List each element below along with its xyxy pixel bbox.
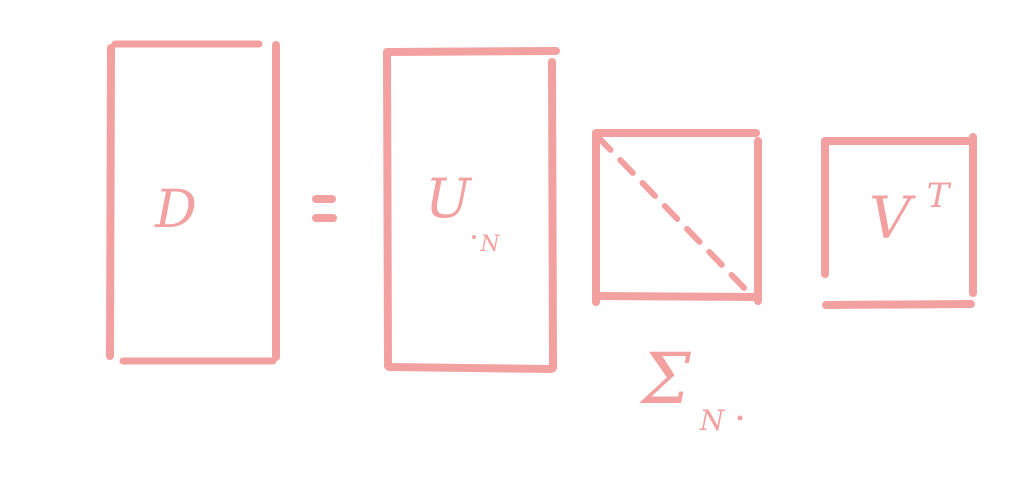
matrix-u-dot [472, 235, 476, 239]
matrix-sigma-dot [737, 415, 743, 421]
matrix-d-left-edge [106, 44, 115, 360]
matrix-u-left-edge [383, 48, 392, 370]
matrix-d: D [106, 40, 280, 365]
matrix-v-transpose: V T [821, 133, 977, 309]
matrix-u-label: U [425, 167, 472, 230]
matrix-v-superscript: T [927, 176, 952, 216]
matrix-u-subscript: N [479, 232, 500, 257]
matrix-v-label: V [869, 184, 916, 252]
matrix-v-bottom-edge [822, 300, 975, 309]
matrix-u-right-edge [548, 58, 557, 372]
equals-sign: = [312, 195, 337, 222]
matrix-sigma-bottom-edge [594, 292, 760, 301]
matrix-sigma-diagonal [595, 134, 753, 297]
matrix-u-top-edge [384, 47, 560, 56]
matrix-sigma-subscript: N [699, 404, 726, 437]
matrix-d-label: D [154, 180, 197, 240]
matrix-u: U N [383, 47, 560, 373]
matrix-sigma: Σ N [592, 129, 762, 437]
matrix-u-bottom-edge [385, 363, 555, 373]
matrix-sigma-label: Σ [638, 338, 691, 420]
